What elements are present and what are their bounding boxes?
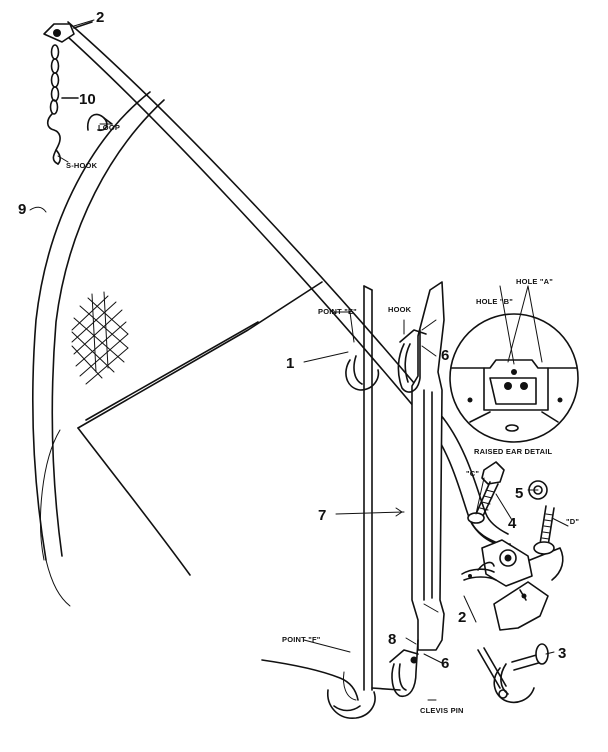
leader-lines xyxy=(29,19,569,701)
hook-label: HOOK xyxy=(388,305,412,314)
hole-b-label: HOLE "B" xyxy=(476,297,513,306)
mesh-netting xyxy=(71,291,129,385)
part-number-7: 7 xyxy=(318,507,326,524)
point-f-tube xyxy=(261,659,376,719)
bolt-c xyxy=(467,461,505,524)
hitch-pin xyxy=(461,561,497,581)
clevis-pin-label: CLEVIS PIN xyxy=(420,706,464,715)
s-hook-label: S-HOOK xyxy=(66,161,98,170)
part-number-9: 9 xyxy=(18,201,26,218)
part-number-2-bottom: 2 xyxy=(458,609,466,626)
clevis-pin xyxy=(477,643,549,704)
point-f-label: POINT "F" xyxy=(282,635,321,644)
part-number-1: 1 xyxy=(286,355,294,372)
canopy-frame xyxy=(31,91,323,607)
point-e-tube xyxy=(345,355,380,391)
loop-label: LOOP xyxy=(98,123,120,132)
vertical-panel xyxy=(363,285,401,691)
raised-ear-detail xyxy=(449,313,579,443)
part-number-3: 3 xyxy=(558,645,566,662)
raised-ear-detail-label: RAISED EAR DETAIL xyxy=(474,447,552,456)
part-number-4: 4 xyxy=(508,515,517,532)
callout-labels: LOOP S-HOOK POINT "E" HOOK HOLE "A" HOLE… xyxy=(66,123,579,715)
part-number-2-top: 2 xyxy=(96,9,104,26)
part-numbers: 2 10 9 1 6 7 5 4 2 3 8 6 xyxy=(18,9,566,672)
hole-a-label: HOLE "A" xyxy=(516,277,553,286)
point-e-label: POINT "E" xyxy=(318,307,357,316)
top-fitting xyxy=(43,21,93,43)
part-number-6-lower: 6 xyxy=(441,655,449,672)
lower-hook xyxy=(389,639,419,697)
part-number-5: 5 xyxy=(515,485,523,502)
upper-hook xyxy=(397,329,427,393)
bolt-d xyxy=(533,505,555,555)
label-c: "C" xyxy=(466,469,479,478)
loop xyxy=(86,113,113,132)
part-number-8: 8 xyxy=(388,631,396,648)
label-d: "D" xyxy=(566,517,579,526)
bracket-rail xyxy=(411,281,445,651)
chain xyxy=(49,44,79,115)
part-number-6-upper: 6 xyxy=(441,347,449,364)
part-number-10: 10 xyxy=(79,91,96,108)
bottom-bracket xyxy=(481,539,564,631)
